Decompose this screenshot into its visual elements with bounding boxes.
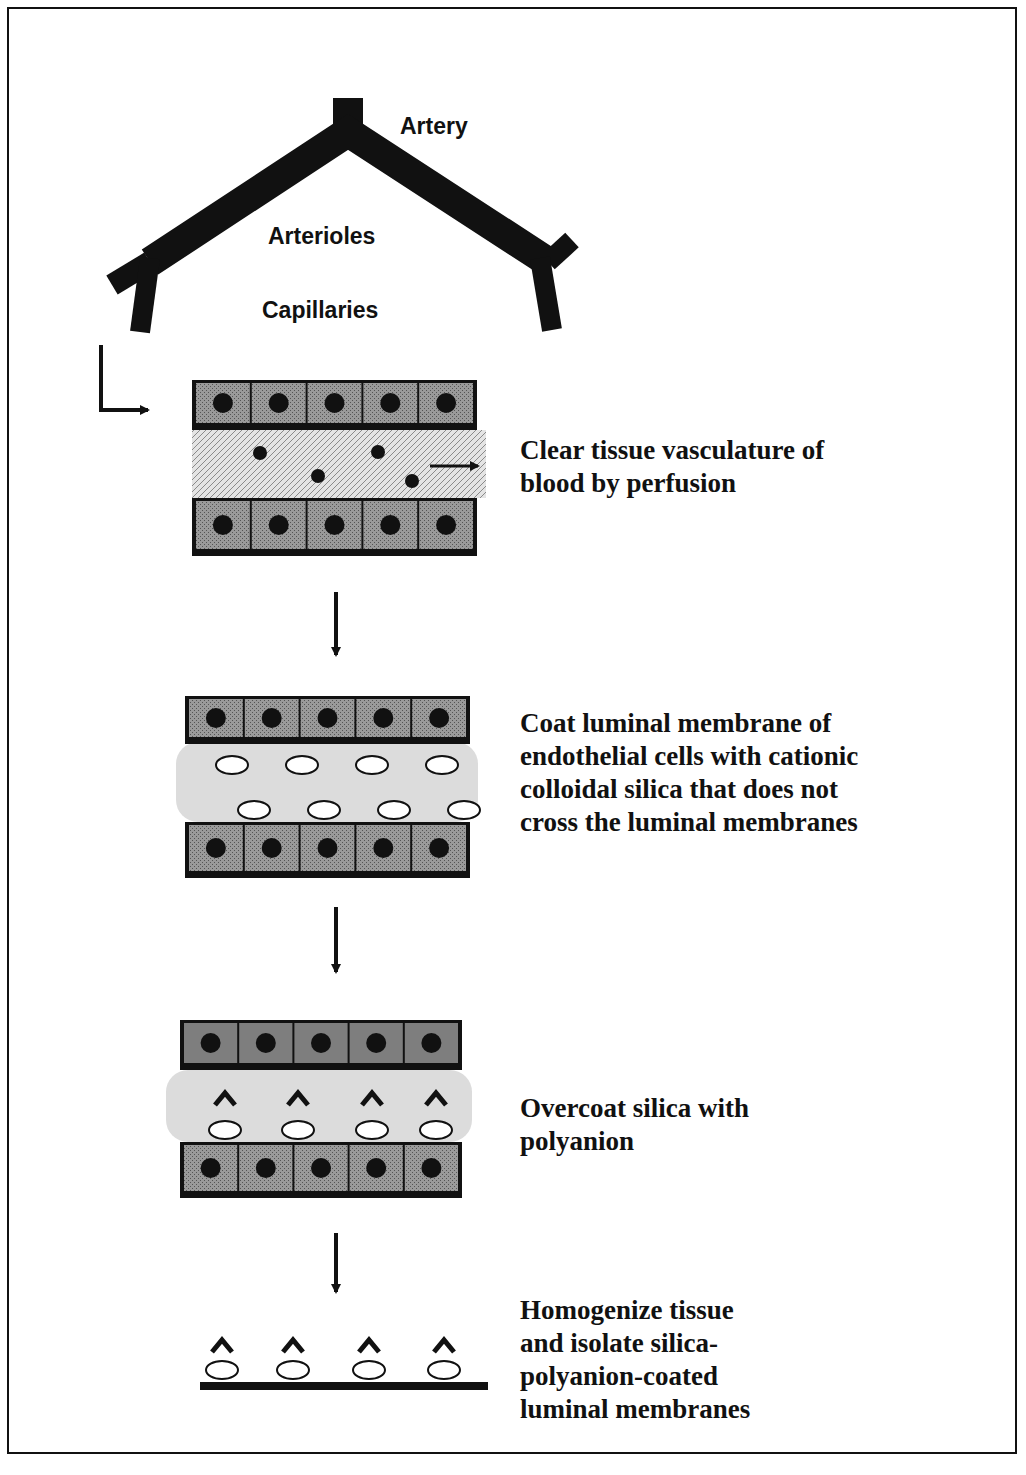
silica-particle (420, 1121, 452, 1139)
silica-particle (206, 1361, 238, 1379)
silica-particle (356, 756, 388, 774)
endothelial-cell-row (185, 696, 470, 744)
polyanion (283, 1340, 303, 1352)
silica-particle (448, 801, 480, 819)
endothelial-cell-row (180, 1020, 462, 1070)
polyanion (359, 1340, 379, 1352)
flow-arrow (101, 345, 148, 410)
silica-particle (308, 801, 340, 819)
step-arrow (334, 1233, 338, 1292)
flow-arrow (430, 465, 478, 468)
silica-particle (353, 1361, 385, 1379)
step-arrow (334, 592, 338, 655)
endothelial-cell-row (185, 822, 470, 878)
blood-cells (253, 445, 419, 488)
frame (8, 8, 1016, 1453)
step-caption: Clear tissue vasculature of blood by per… (520, 434, 850, 500)
lumen (166, 1070, 472, 1142)
polyanion (362, 1093, 382, 1105)
silica-particle (426, 756, 458, 774)
silica-particle (216, 756, 248, 774)
polyanion (426, 1093, 446, 1105)
vessel-label: Capillaries (262, 296, 378, 324)
lumen (192, 430, 486, 498)
silica-particle (428, 1361, 460, 1379)
silica-particle (378, 801, 410, 819)
silica-particle (286, 756, 318, 774)
polyanion (434, 1340, 454, 1352)
silica-particle (356, 1121, 388, 1139)
step-caption: Overcoat silica with polyanion (520, 1092, 820, 1158)
endothelial-cell-row (192, 380, 477, 430)
silica-particle (209, 1121, 241, 1139)
endothelial-cell-row (180, 1142, 462, 1198)
silica-particle (277, 1361, 309, 1379)
step-arrow (334, 907, 338, 972)
silica-particle (282, 1121, 314, 1139)
step-caption: Homogenize tissue and isolate silica-pol… (520, 1294, 770, 1426)
endothelial-cell-row (192, 498, 477, 556)
polyanion (212, 1340, 232, 1352)
polyanion (288, 1093, 308, 1105)
vessel-tree (112, 98, 572, 332)
silica-particle (238, 801, 270, 819)
vessel-label: Artery (400, 112, 468, 140)
step-caption: Coat luminal membrane of endothelial cel… (520, 707, 875, 839)
vessel-label: Arterioles (268, 222, 375, 250)
polyanion (215, 1093, 235, 1105)
membrane (200, 1382, 488, 1390)
lumen (176, 742, 478, 822)
